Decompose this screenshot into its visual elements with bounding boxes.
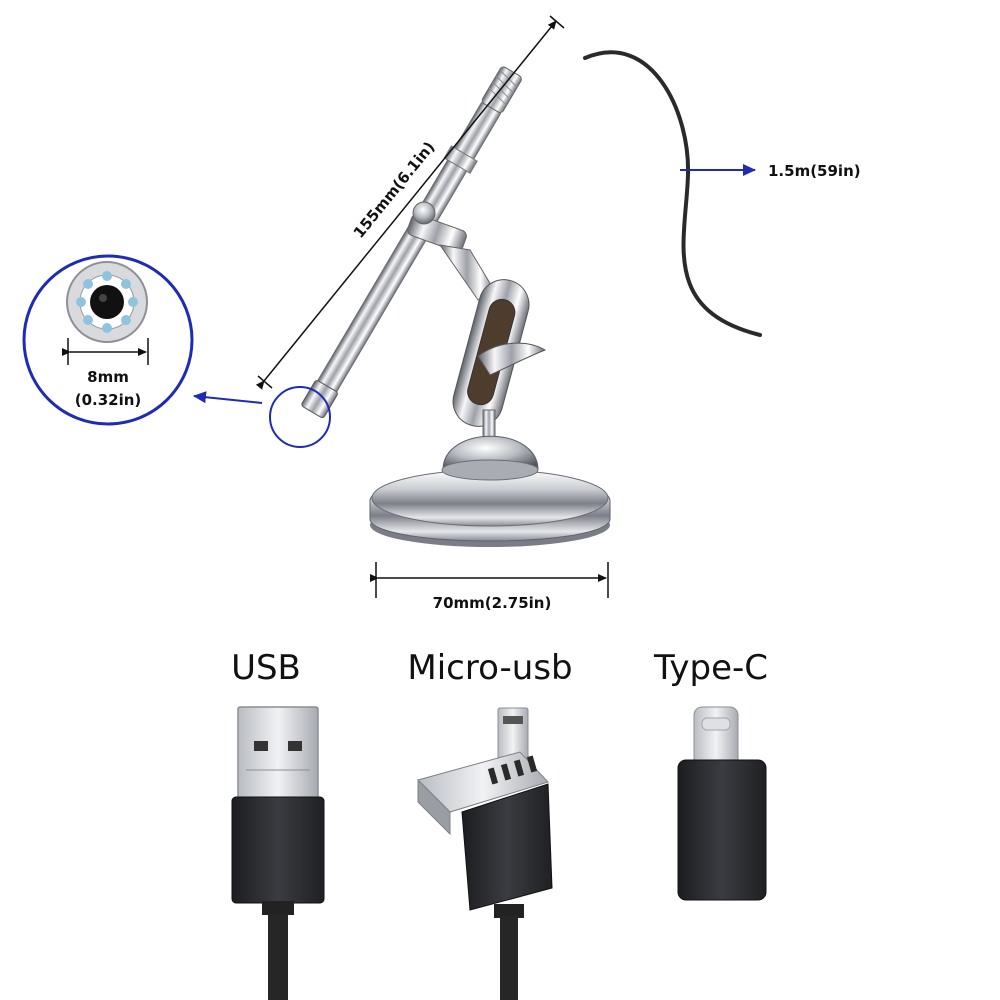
base-dimension: 70mm(2.75in) [370,562,609,612]
lens-callout: 8mm (0.32in) [22,254,331,448]
lens-size-mm: 8mm [87,368,129,386]
led-ring-icon [76,271,138,333]
type-c-label: Type-C [653,648,768,688]
microscope-base [369,435,611,547]
cable-dimension: 1.5m(59in) [680,162,861,180]
micro-usb-label: Micro-usb [407,648,572,688]
cable-length-label: 1.5m(59in) [768,162,861,180]
micro-usb-connector-icon [417,707,553,1000]
usb-label: USB [231,648,301,688]
base-width-label: 70mm(2.75in) [433,594,552,612]
microscope-cable [583,50,762,337]
lens-size-in: (0.32in) [75,391,142,409]
usb-connector-icon [231,706,325,1000]
type-c-connector-icon [677,706,767,901]
microscope-holder [407,201,547,451]
